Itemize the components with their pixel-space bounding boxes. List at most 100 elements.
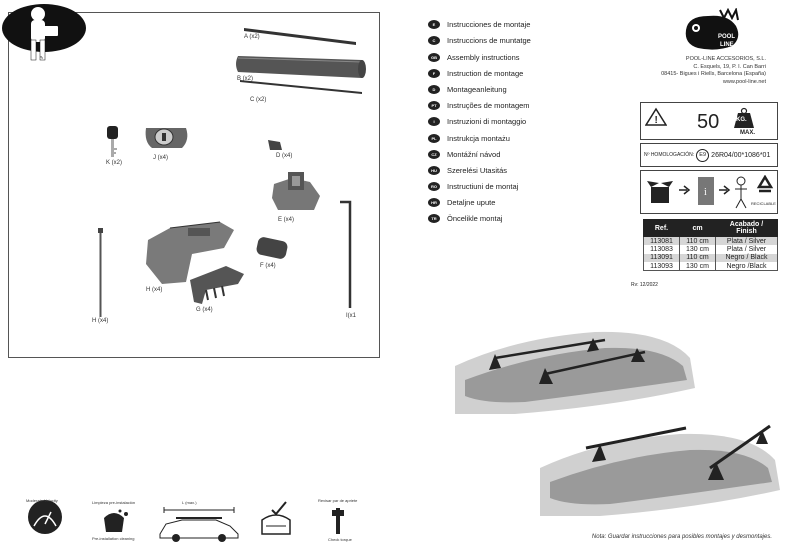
homologation-box: Nº HOMOLOGACIÓN: E9 26R04/00*1086*01	[640, 143, 778, 167]
part-f-label: F (x4)	[260, 263, 276, 269]
company-address-1: C. Esquels, 19, P. I. Can Barri	[693, 63, 766, 70]
table-row: 113093 130 cm Negro /Black	[643, 262, 778, 271]
part-k-label: K (x2)	[106, 160, 123, 166]
part-h-bolt-label: H (x4)	[92, 318, 109, 324]
e-mark-icon: E9	[696, 148, 710, 162]
svg-text:i: i	[704, 187, 707, 198]
part-b-bar	[236, 56, 366, 78]
lang-label: Detaljne upute	[447, 198, 496, 207]
lang-label: Instruzioni di montaggio	[447, 117, 527, 126]
svg-text:!: !	[655, 115, 658, 126]
lang-row: F Instruction de montage	[428, 67, 523, 80]
cleaning-label: Pre-installation cleaning	[92, 536, 135, 541]
reference-table: Ref. cm Acabado / Finish 113081 110 cm P…	[643, 219, 778, 271]
table-cell: 113081	[643, 236, 680, 245]
part-f-pad	[256, 237, 288, 259]
table-cell: 113091	[643, 253, 680, 262]
part-g-label: G (x4)	[196, 307, 213, 313]
check-car-rear-icon	[261, 501, 291, 535]
lang-code: C	[428, 36, 440, 45]
lang-code: F	[428, 69, 440, 78]
lang-label: Instrucciones de montaje	[447, 20, 531, 29]
table-header: cm	[679, 219, 716, 237]
table-cell: 110 cm	[679, 236, 716, 245]
car-roof-illustration-black	[540, 424, 780, 516]
part-h-foot-label: H (x4)	[146, 287, 163, 293]
lang-label: Montageanleitung	[447, 85, 507, 94]
lang-label: Szerelési Utasitás	[447, 166, 508, 175]
instruction-mascot-logo: ✎	[2, 4, 86, 61]
table-cell: Plata / Silver	[715, 236, 778, 245]
lang-code: PL	[428, 134, 440, 143]
max-load-box: ! 50 KG. MAX.	[640, 102, 778, 140]
table-cell: Negro / Black	[715, 253, 778, 262]
part-c-strip	[240, 80, 362, 94]
part-d-endcap	[268, 140, 282, 150]
recycle-label: RECICLABLE	[751, 201, 776, 206]
company-name: POOL-LINE ACCESORIOS, S.L.	[685, 56, 766, 62]
lang-code: RO	[428, 182, 440, 191]
lang-label: Instructiuni de montaj	[447, 182, 519, 191]
lang-label: Montážní návod	[447, 150, 501, 159]
part-a-label: A (x2)	[244, 34, 260, 40]
lang-row: HR Detaljne upute	[428, 196, 495, 209]
torque-label: Check torque	[328, 537, 352, 542]
person-disposing-icon	[735, 176, 747, 209]
key-icon	[107, 126, 118, 157]
table-cell: 130 cm	[679, 262, 716, 271]
lang-row: PL Instrukcja montażu	[428, 132, 510, 145]
part-a-strip	[244, 28, 356, 45]
homologation-label: Nº HOMOLOGACIÓN:	[644, 152, 695, 158]
speed-warning-icon	[28, 500, 62, 534]
part-i-label: I(x1	[346, 313, 357, 319]
lang-label: Instruções de montagem	[447, 101, 530, 110]
lang-label: Instruccions de muntatge	[447, 36, 531, 45]
table-cell: 113083	[643, 245, 680, 254]
allen-key-tool	[340, 200, 352, 308]
table-row: 113091 110 cm Negro / Black	[643, 253, 778, 262]
table-cell: 113093	[643, 262, 680, 271]
part-g-bracket	[190, 266, 244, 304]
car-roof-illustration-silver	[455, 331, 695, 414]
part-d-label: D (x4)	[276, 153, 293, 159]
company-address-2: 08415- Bigues i Riells, Barcelona (Españ…	[661, 71, 766, 77]
lang-code: HR	[428, 198, 440, 207]
lang-label: Instrukcja montażu	[447, 134, 510, 143]
lang-code: GB	[428, 53, 440, 62]
open-box-icon	[647, 181, 673, 203]
svg-text:✎: ✎	[40, 55, 43, 60]
table-cell: 110 cm	[679, 253, 716, 262]
arrow-right-icon	[679, 185, 691, 195]
part-e-label: E (x4)	[278, 217, 295, 223]
part-j-label: J (x4)	[153, 155, 168, 161]
table-cell: 130 cm	[679, 245, 716, 254]
cleaning-title: Limpieza pre-instalación	[92, 500, 136, 505]
table-row: 113083 130 cm Plata / Silver	[643, 245, 778, 254]
part-c-label: C (x2)	[250, 97, 267, 103]
cleaning-icon	[104, 509, 128, 532]
part-h-bolt	[98, 228, 103, 317]
lang-code: CZ	[428, 150, 440, 159]
company-web: www.pool-line.net	[722, 78, 766, 85]
part-h-foot	[146, 221, 234, 284]
part-e-clamp	[272, 172, 320, 210]
lang-row: HU Szerelési Utasitás	[428, 164, 507, 177]
lang-code: E	[428, 20, 440, 29]
car-with-rack-icon	[159, 507, 239, 542]
company-info: POOL-LINE ACCESORIOS, S.L. C. Esquels, 1…	[596, 56, 766, 86]
footer-note: Nota: Guardar instrucciones para posible…	[591, 534, 772, 540]
recycle-icon	[756, 175, 774, 193]
lang-label: Instruction de montage	[447, 69, 524, 78]
table-cell: Negro /Black	[715, 262, 778, 271]
speed-label: Moderate Velocity	[26, 498, 58, 503]
lang-code: HU	[428, 166, 440, 175]
logo-text-line: LINE	[720, 42, 734, 48]
lang-row: E Instrucciones de montaje	[428, 18, 530, 31]
table-header-row: Ref. cm Acabado / Finish	[643, 219, 778, 237]
table-header: Acabado / Finish	[715, 219, 778, 237]
homologation-number: 26R04/00*1086*01	[711, 151, 771, 159]
